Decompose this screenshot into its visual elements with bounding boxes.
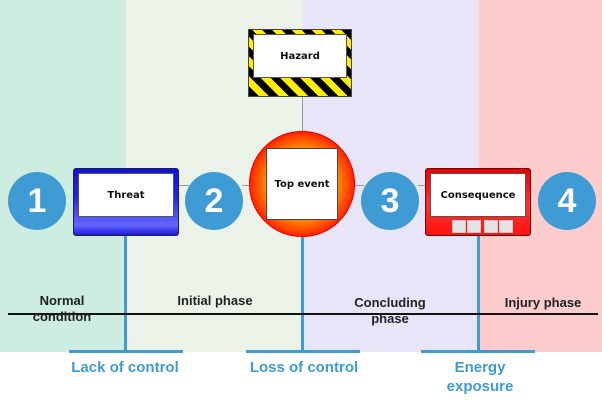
transition-energy-exposure-line1: Energy: [454, 359, 506, 376]
bracket-loss-of-control: [246, 350, 360, 353]
timeline-axis: [8, 313, 598, 315]
connector-topevent-3: [354, 185, 364, 186]
consequence-slot: [484, 220, 498, 233]
marker-lack-of-control: [124, 236, 127, 352]
transition-loss-of-control: Loss of control: [249, 359, 359, 376]
hazard-label: Hazard: [253, 34, 347, 78]
transition-energy-exposure: Energy exposure: [410, 358, 550, 396]
threat-node[interactable]: Threat: [73, 168, 179, 236]
step-number-4: 4: [538, 172, 596, 230]
phase-label-initial: Initial phase: [177, 293, 253, 308]
threat-label: Threat: [78, 173, 174, 217]
consequence-slots: [452, 220, 513, 233]
marker-loss-of-control: [301, 236, 304, 352]
consequence-label: Consequence: [430, 173, 526, 217]
phase-label-concluding: Concluding phase: [330, 295, 450, 327]
step-number-2: 2: [185, 172, 243, 230]
phase-label-concluding-line1: Concluding: [354, 295, 426, 310]
connector-2-topevent: [242, 185, 252, 186]
bracket-lack-of-control: [69, 350, 183, 353]
phase-label-normal: Normal condition: [14, 293, 110, 325]
connector-hazard-topevent: [302, 97, 303, 133]
phase-label-normal-line1: Normal: [39, 293, 85, 308]
phase-label-concluding-line2: phase: [371, 311, 409, 326]
phase-label-injury: Injury phase: [504, 295, 582, 310]
connector-3-consequence: [418, 185, 426, 186]
transition-lack-of-control: Lack of control: [71, 359, 179, 376]
phase-label-normal-line2: condition: [32, 309, 92, 324]
bracket-energy-exposure: [421, 350, 535, 353]
marker-energy-exposure: [477, 236, 480, 352]
consequence-slot: [452, 220, 466, 233]
hazard-node[interactable]: Hazard: [248, 29, 352, 97]
consequence-node[interactable]: Consequence: [425, 168, 531, 236]
connector-threat-2: [179, 185, 189, 186]
consequence-slot: [499, 220, 513, 233]
top-event-label: Top event: [266, 148, 338, 220]
step-number-1: 1: [8, 172, 66, 230]
top-event-node[interactable]: Top event: [249, 131, 355, 237]
consequence-slot: [467, 220, 481, 233]
transition-energy-exposure-line2: exposure: [446, 378, 514, 395]
step-number-3: 3: [361, 172, 419, 230]
